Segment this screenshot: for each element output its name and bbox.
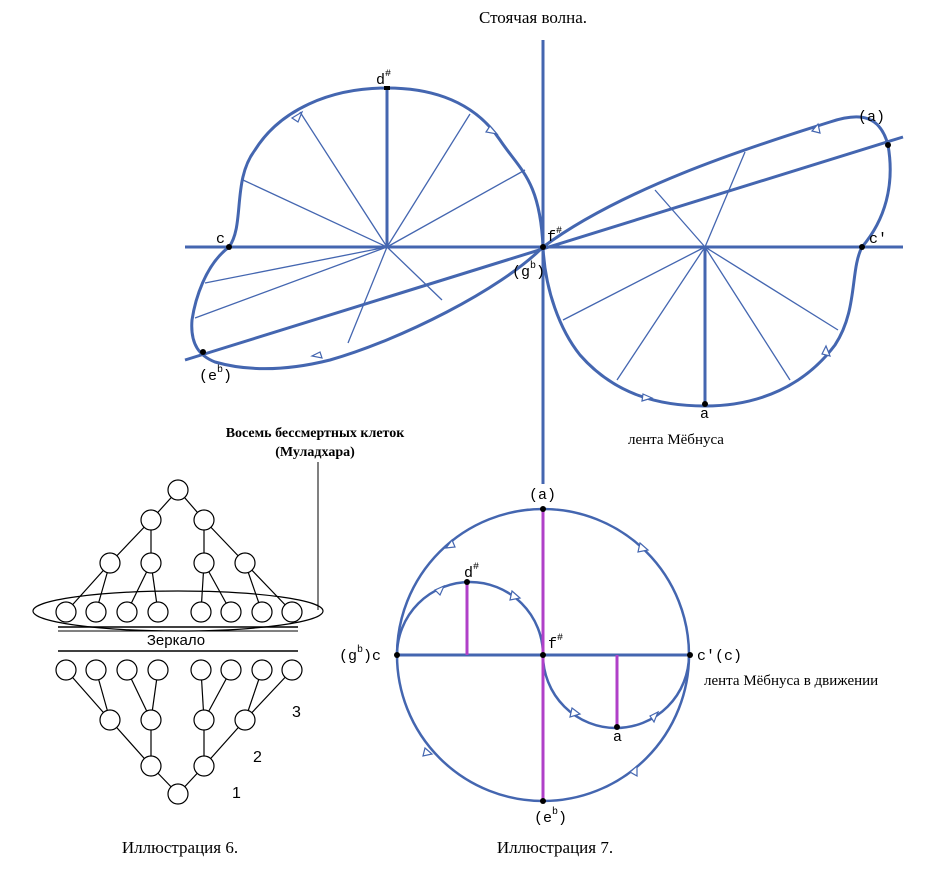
tree-node: [167, 783, 189, 805]
lower-tree-nodes: [55, 659, 303, 805]
moving-points: [394, 506, 693, 804]
tree-node: [99, 709, 121, 731]
arrow-icon: [433, 584, 446, 597]
mirror-label: Зеркало: [147, 632, 205, 649]
illustration-7-caption: Иллюстрация 7.: [497, 838, 613, 857]
tree-node: [190, 601, 212, 623]
level-label-1: 1: [232, 785, 241, 802]
label-a: a: [700, 406, 709, 423]
arrow-icon: [444, 538, 456, 549]
label-d-sharp: d#: [376, 69, 391, 89]
tree-node: [85, 659, 107, 681]
tree-node: [99, 552, 121, 574]
tree-node: [140, 552, 162, 574]
arrow-icon: [422, 746, 434, 757]
curve-points: [200, 86, 891, 407]
tree-node: [251, 601, 273, 623]
moving-mobius-figure: (a) d# f# (gb)c c'(c) a (eb) лента Мёбну…: [339, 487, 878, 857]
moving-flow-arrows: [422, 538, 660, 778]
level-label-2: 2: [253, 749, 262, 766]
standing-wave-figure: Стоячая волна.: [184, 8, 904, 484]
tree-node: [234, 552, 256, 574]
right-lobe-spokes: [562, 151, 839, 381]
tree-node: [140, 509, 162, 531]
moving-mobius-caption: лента Мёбнуса в движении: [704, 673, 878, 689]
label-c-prime: c': [869, 231, 887, 248]
eight-cells-figure: Восемь бессмертных клеток (Муладхара): [32, 426, 406, 857]
moving-label-a-paren: (a): [529, 487, 556, 504]
tree-node: [55, 601, 77, 623]
tree-node: [116, 601, 138, 623]
flow-arrows: [290, 110, 831, 402]
tree-node: [85, 601, 107, 623]
arrow-icon: [290, 110, 304, 123]
tree-node: [190, 659, 212, 681]
label-g-flat: (gb): [512, 260, 545, 281]
arrow-icon: [641, 393, 654, 402]
moving-label-d-sharp: d#: [464, 562, 479, 582]
moving-label-f-sharp: f#: [548, 633, 563, 653]
tree-node: [220, 601, 242, 623]
tree-node: [147, 659, 169, 681]
arrow-icon: [509, 589, 522, 601]
arrow-icon: [569, 706, 582, 718]
tree-node: [55, 659, 77, 681]
mobius-caption: лента Мёбнуса: [628, 432, 724, 448]
tree-node: [281, 601, 303, 623]
eight-cells-title: Восемь бессмертных клеток: [226, 426, 406, 441]
tree-node: [140, 755, 162, 777]
tree-node: [193, 709, 215, 731]
arrow-icon: [310, 351, 323, 359]
lower-tree-edges: [65, 669, 293, 795]
arrow-icon: [484, 125, 499, 135]
tree-node: [147, 601, 169, 623]
moving-label-a: a: [613, 729, 622, 746]
arrow-icon: [821, 344, 831, 357]
arrow-icon: [649, 710, 660, 724]
illustration-6-caption: Иллюстрация 6.: [122, 838, 238, 857]
right-lobe-curve: [541, 115, 892, 408]
label-a-paren: (a): [858, 109, 885, 126]
tree-node: [281, 659, 303, 681]
standing-wave-title: Стоячая волна.: [479, 8, 587, 27]
tree-node: [193, 552, 215, 574]
upper-tree-nodes: [55, 479, 303, 623]
tree-node: [220, 659, 242, 681]
arrow-icon: [810, 122, 821, 134]
level-label-3: 3: [292, 704, 301, 721]
tree-node: [234, 709, 256, 731]
arrow-icon: [628, 764, 638, 778]
moving-label-c-prime-c: c'(c): [697, 648, 742, 665]
moving-label-g-flat-c: (gb)c: [339, 644, 381, 665]
eight-cells-subtitle-text: (Муладхара): [275, 445, 355, 460]
left-lobe-spokes: [194, 111, 526, 344]
moving-label-e-flat: (eb): [534, 806, 567, 827]
tree-node: [193, 509, 215, 531]
tree-node: [193, 755, 215, 777]
arrow-icon: [637, 541, 650, 553]
tree-node: [116, 659, 138, 681]
tree-node: [251, 659, 273, 681]
label-c: c: [216, 231, 225, 248]
tree-node: [140, 709, 162, 731]
left-lobe-curve: [190, 86, 545, 371]
tree-node: [167, 479, 189, 501]
label-e-flat: (eb): [199, 364, 232, 385]
label-f-sharp: f#: [547, 226, 562, 246]
